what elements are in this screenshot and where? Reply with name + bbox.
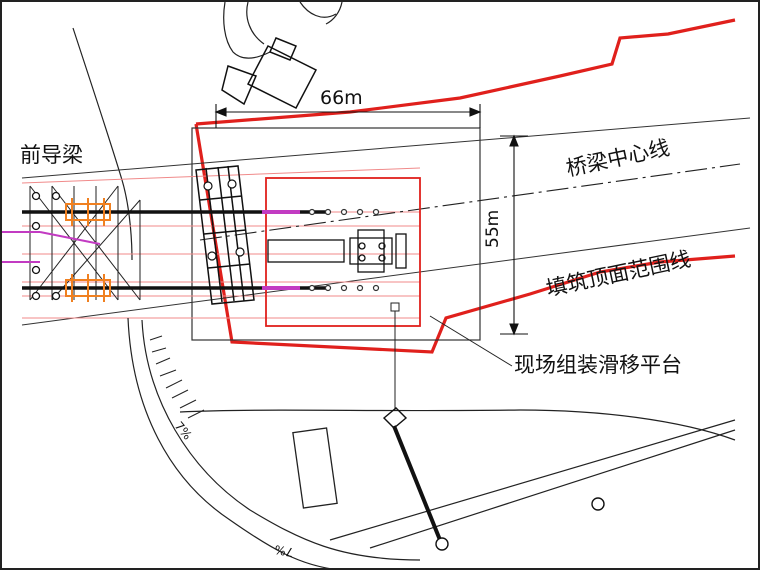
- dimension-55m: [500, 134, 528, 336]
- platform-site-outline: [191, 127, 481, 341]
- dimension-66m: [214, 104, 482, 128]
- upper-red-boundary: [195, 18, 736, 126]
- parking-block: [292, 427, 338, 509]
- front-guide-beam-label: 前导梁: [20, 143, 83, 167]
- jack-assembly-icon: [65, 198, 111, 302]
- support-rollers: [31, 191, 61, 301]
- fill-top-boundary-line: [194, 123, 736, 354]
- platform-pointer: [390, 302, 513, 410]
- bridge-centerline: [199, 163, 741, 241]
- dimension-66m-label: 66m: [320, 87, 363, 109]
- road-boundaries: [127, 317, 736, 570]
- terrain-contours: [72, 1, 343, 261]
- bridge-centerline-label: 桥梁中心线: [564, 136, 672, 181]
- fill-top-boundary-label: 填筑顶面范围线: [544, 247, 693, 301]
- small-bolt-marks: [308, 208, 380, 292]
- girder-segments: [262, 210, 300, 290]
- embankment-hatching: [149, 335, 205, 419]
- building-block: [221, 37, 318, 109]
- assembly-platform-label: 现场组装滑移平台: [514, 353, 682, 377]
- assembly-platform-area: [265, 177, 421, 327]
- magenta-track-lines: [2, 231, 101, 263]
- slope-lower-label: 7%: [273, 542, 294, 559]
- slide-frame-bolts: [203, 179, 245, 261]
- slide-frame: [195, 165, 255, 305]
- trolley-vehicle: [267, 229, 407, 273]
- dimension-55m-label: 55m: [483, 210, 503, 248]
- slope-upper-label: 7%: [172, 419, 195, 443]
- support-post: [382, 407, 605, 551]
